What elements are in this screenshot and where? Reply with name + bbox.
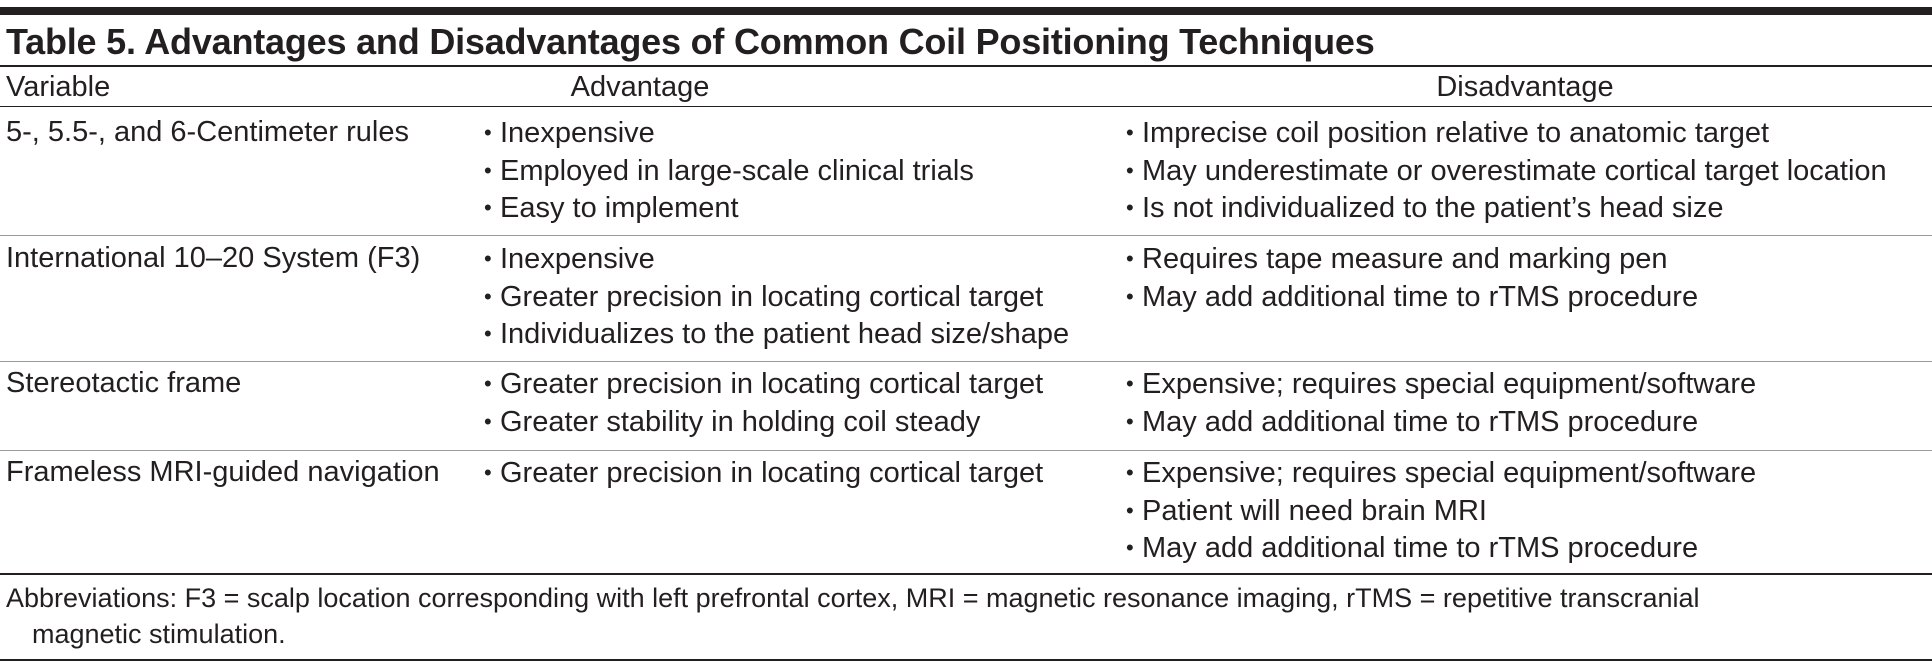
bullet-icon: • [484, 246, 492, 271]
advantage-item: •Individualizes to the patient head size… [484, 315, 1069, 353]
bullet-icon: • [1126, 460, 1134, 485]
advantage-item: •Greater precision in locating cortical … [484, 365, 1043, 403]
disadvantage-item: •Expensive; requires special equipment/s… [1126, 454, 1756, 492]
bullet-icon: • [484, 195, 492, 220]
advantage-item: •Greater stability in holding coil stead… [484, 403, 1043, 441]
table-row-disadvantages: •Imprecise coil position relative to ana… [1126, 114, 1887, 227]
footnote-line: Abbreviations: F3 = scalp location corre… [6, 583, 1700, 613]
row-divider [0, 235, 1932, 236]
bullet-icon: • [1126, 497, 1134, 523]
disadvantage-item: •Patient will need brain MRI [1126, 492, 1756, 530]
row-divider [0, 450, 1932, 451]
column-header-variable: Variable [6, 71, 111, 103]
advantage-item: •Greater precision in locating cortical … [484, 454, 1043, 492]
top-rule [0, 7, 1932, 15]
table-footnote: Abbreviations: F3 = scalp location corre… [6, 580, 1826, 652]
advantage-item: •Employed in large-scale clinical trials [484, 152, 974, 190]
table-row-advantages: •Greater precision in locating cortical … [484, 454, 1043, 492]
disadvantage-item: •Is not individualized to the patient’s … [1126, 189, 1887, 227]
table-row-variable: International 10–20 System (F3) [6, 242, 421, 274]
table-row-advantages: •Inexpensive •Greater precision in locat… [484, 240, 1069, 353]
header-bottom-rule [0, 106, 1932, 107]
column-header-disadvantage: Disadvantage [1436, 71, 1614, 103]
bullet-icon: • [1126, 371, 1134, 396]
header-top-rule [0, 65, 1932, 67]
table-row-advantages: •Greater precision in locating cortical … [484, 365, 1043, 440]
disadvantage-item: •May add additional time to rTMS procedu… [1126, 403, 1756, 441]
bullet-icon: • [484, 460, 492, 485]
bullet-icon: • [484, 371, 492, 396]
advantage-item: •Inexpensive [484, 240, 1069, 278]
disadvantage-item: •May underestimate or overestimate corti… [1126, 152, 1887, 190]
bullet-icon: • [1126, 195, 1134, 220]
bullet-icon: • [1126, 283, 1134, 309]
disadvantage-item: •May add additional time to rTMS procedu… [1126, 278, 1698, 316]
bullet-icon: • [1126, 157, 1134, 183]
advantage-item: •Easy to implement [484, 189, 974, 227]
footnote-line: magnetic stimulation. [32, 619, 286, 649]
disadvantage-item: •Expensive; requires special equipment/s… [1126, 365, 1756, 403]
table-row-disadvantages: •Expensive; requires special equipment/s… [1126, 365, 1756, 440]
bullet-icon: • [1126, 246, 1134, 271]
bullet-icon: • [484, 321, 492, 346]
table-row-variable: Stereotactic frame [6, 367, 242, 399]
table-row-variable: 5-, 5.5-, and 6-Centimeter rules [6, 116, 409, 148]
table-row-disadvantages: •Expensive; requires special equipment/s… [1126, 454, 1756, 567]
disadvantage-item: •May add additional time to rTMS procedu… [1126, 529, 1756, 567]
bullet-icon: • [484, 283, 492, 309]
table-title: Table 5. Advantages and Disadvantages of… [6, 21, 1375, 62]
disadvantage-item: •Imprecise coil position relative to ana… [1126, 114, 1887, 152]
row-divider [0, 361, 1932, 362]
bullet-icon: • [1126, 535, 1134, 560]
bullet-icon: • [1126, 120, 1134, 145]
bullet-icon: • [1126, 408, 1134, 434]
bullet-icon: • [484, 408, 492, 434]
bullet-icon: • [484, 120, 492, 145]
advantage-item: •Inexpensive [484, 114, 974, 152]
disadvantage-item: •Requires tape measure and marking pen [1126, 240, 1698, 278]
advantage-item: •Greater precision in locating cortical … [484, 278, 1069, 316]
table-row-disadvantages: •Requires tape measure and marking pen •… [1126, 240, 1698, 315]
table-row-advantages: •Inexpensive •Employed in large-scale cl… [484, 114, 974, 227]
table-bottom-rule [0, 573, 1932, 575]
bullet-icon: • [484, 157, 492, 183]
table-row-variable: Frameless MRI-guided navigation [6, 456, 440, 488]
footnote-bottom-rule [0, 659, 1932, 661]
column-header-advantage: Advantage [570, 71, 710, 103]
